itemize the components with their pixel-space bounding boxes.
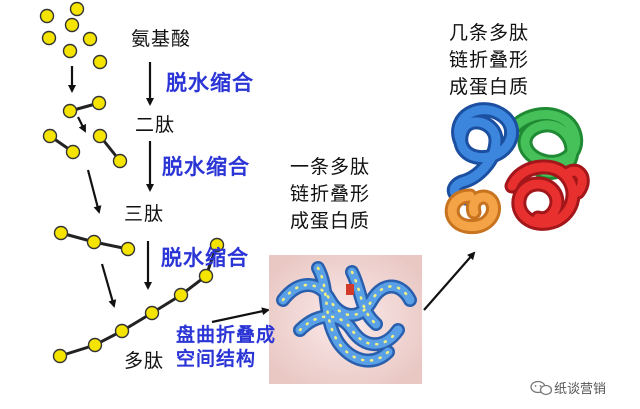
multi-chain-caption-line: 成蛋白质	[449, 76, 530, 98]
folding-label-line1: 盘曲折叠成	[176, 324, 277, 346]
dipeptide-label: 二肽	[135, 114, 176, 136]
tripeptide-molecules	[42, 128, 128, 169]
left-arrows	[68, 66, 117, 308]
polypeptide-label: 多肽	[124, 350, 165, 372]
dehydration-label-2: 脱水缩合	[162, 155, 250, 179]
single-chain-protein-image	[269, 255, 422, 384]
middle-arrows	[144, 62, 154, 290]
single-chain-caption-line: 一条多肽	[290, 156, 371, 178]
multi-chain-protein-image	[444, 102, 590, 235]
folding-label-line2: 空间结构	[176, 348, 257, 370]
short-peptide-chain	[53, 225, 136, 257]
dipeptide-molecule	[62, 95, 107, 119]
single-chain-caption-line: 成蛋白质	[290, 210, 371, 232]
folding-arrow	[211, 307, 270, 324]
amino-acid-label: 氨基酸	[131, 28, 192, 50]
tripeptide-label: 三肽	[124, 203, 165, 225]
polypeptide-chain	[52, 237, 225, 364]
multi-chain-caption-line: 几条多肽	[449, 22, 530, 44]
free-amino-acids	[39, 1, 108, 70]
multi-chain-protein-caption: 几条多肽 链折叠形 成蛋白质	[449, 20, 529, 101]
multi-chain-caption-line: 链折叠形	[449, 49, 530, 71]
single-chain-protein-caption: 一条多肽 链折叠形 成蛋白质	[290, 154, 370, 235]
dehydration-label-1: 脱水缩合	[166, 71, 254, 95]
dehydration-label-3: 脱水缩合	[161, 246, 249, 270]
single-chain-caption-line: 链折叠形	[290, 183, 371, 205]
watermark-logo-icon	[530, 380, 553, 396]
assembly-arrow	[423, 251, 476, 311]
watermark-text: 纸谈营销	[554, 382, 607, 397]
